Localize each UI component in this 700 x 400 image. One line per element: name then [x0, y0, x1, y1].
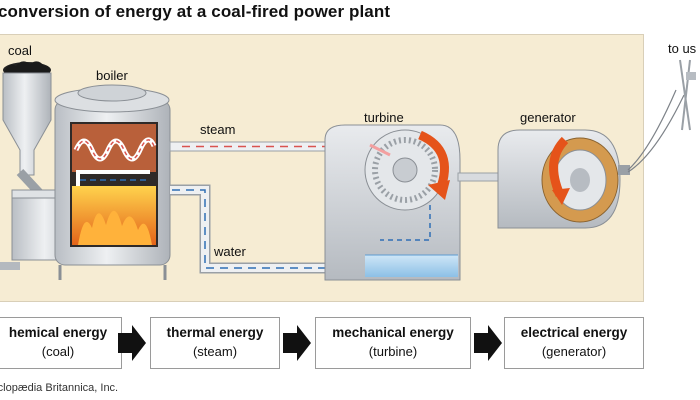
steam-pipe [169, 141, 346, 152]
coal-label: coal [8, 43, 32, 58]
stage-source: (coal) [41, 344, 75, 359]
arrow-right-icon [474, 325, 502, 361]
to-users-label: to us [668, 41, 697, 56]
stage-name: thermal energy [166, 325, 264, 340]
generator [497, 129, 630, 229]
water-pipe [170, 184, 345, 274]
arrow-right-icon [118, 325, 146, 361]
arrow-right-icon [283, 325, 311, 361]
water-label: water [214, 244, 246, 259]
boiler-label: boiler [96, 68, 128, 83]
stage-chemical-energy: hemical energy (coal) [0, 317, 122, 369]
stage-source: (turbine) [368, 344, 418, 359]
stage-name: hemical energy [8, 325, 108, 340]
transmission-lines [627, 59, 696, 173]
boiler [54, 84, 171, 280]
stage-mechanical-energy: mechanical energy (turbine) [315, 317, 471, 369]
stage-electrical-energy: electrical energy (generator) [504, 317, 644, 369]
generator-label: generator [520, 110, 576, 125]
stage-name: electrical energy [520, 325, 628, 340]
diagram-title: conversion of energy at a coal-fired pow… [0, 2, 391, 21]
steam-label: steam [200, 122, 236, 137]
copyright-credit: rclopædia Britannica, Inc. [0, 382, 119, 394]
stage-source: (generator) [541, 344, 607, 359]
coal-hopper [2, 61, 52, 204]
power-plant-illustration [0, 59, 696, 281]
stage-thermal-energy: thermal energy (steam) [150, 317, 280, 369]
turbine [324, 124, 461, 281]
stage-name: mechanical energy [332, 325, 454, 340]
stage-source: (steam) [192, 344, 238, 359]
turbine-label: turbine [364, 110, 404, 125]
